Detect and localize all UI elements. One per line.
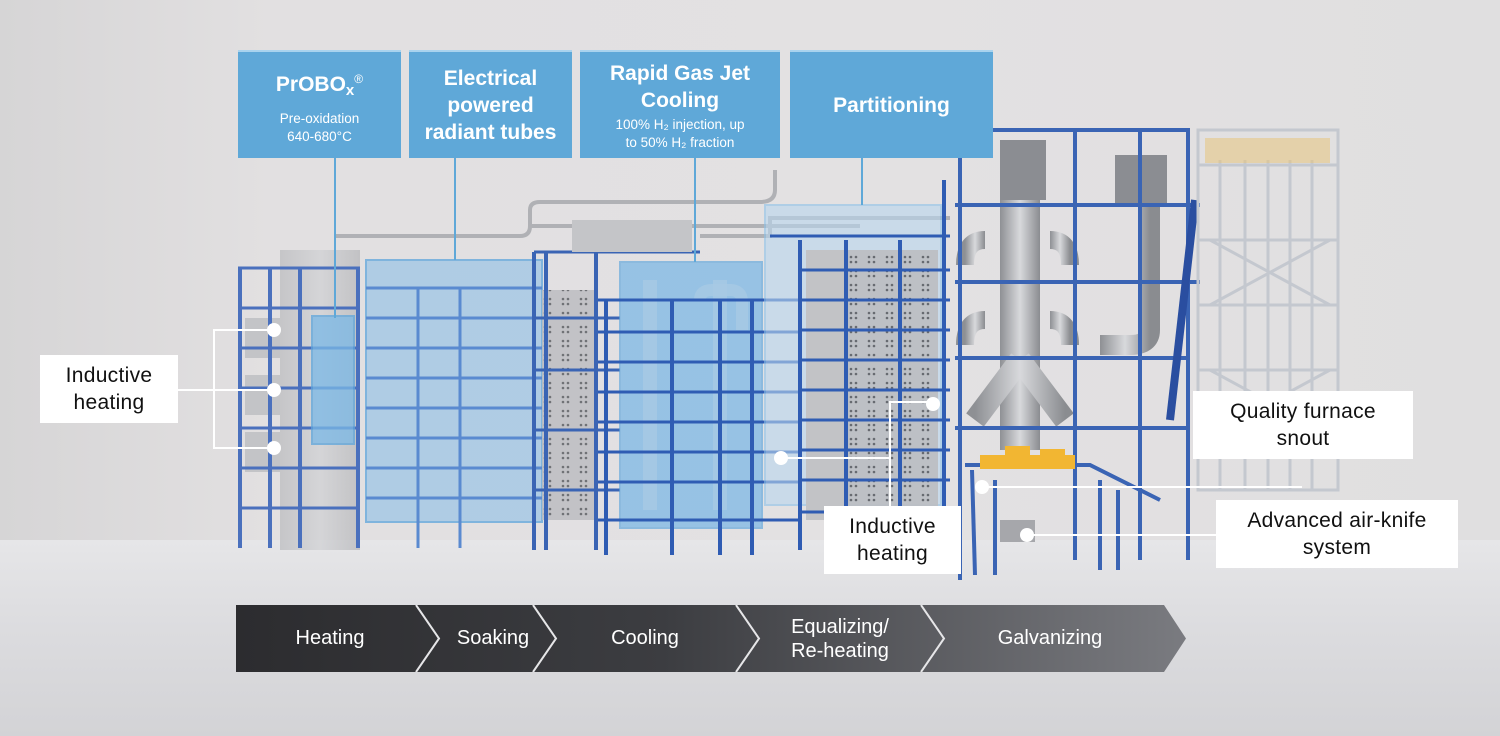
label-inductive-heating-center: Inductive heating bbox=[824, 506, 961, 574]
step-divider bbox=[735, 605, 761, 672]
step-divider bbox=[920, 605, 946, 672]
process-step-galvanizing: Galvanizing bbox=[998, 626, 1103, 650]
label-line: heating bbox=[73, 391, 145, 414]
label-line: system bbox=[1302, 536, 1372, 559]
process-step-cooling: Cooling bbox=[611, 626, 679, 650]
callout-radiant-tubes: Electrical powered radiant tubes bbox=[409, 50, 572, 158]
step-label-line: Heating bbox=[295, 627, 365, 649]
callout-title: PrOBOx® bbox=[275, 71, 364, 99]
callout-title-line: Rapid Gas Jet bbox=[609, 61, 751, 85]
label-line: Advanced air-knife bbox=[1247, 509, 1427, 532]
label-leader-lines bbox=[178, 329, 1302, 536]
callout-title-line: Cooling bbox=[640, 88, 720, 112]
process-band-shape bbox=[236, 605, 1186, 672]
callout-subtitle: to 50% H₂ fraction bbox=[625, 134, 735, 150]
step-label-line: Soaking bbox=[456, 627, 530, 649]
callout-rapid-gas-jet-cooling: Rapid Gas Jet Cooling 100% H₂ injection,… bbox=[580, 50, 780, 158]
snout-component bbox=[980, 446, 1075, 469]
callout-subtitle: 100% H₂ injection, up bbox=[615, 116, 745, 132]
heating-tower bbox=[238, 250, 360, 550]
step-label-line: Re-heating bbox=[791, 640, 889, 662]
callout-probox-preoxidation: PrOBOx® Pre-oxidation 640-680°C bbox=[238, 50, 401, 158]
label-line: Inductive bbox=[65, 364, 153, 387]
process-steps-band: Heating Soaking Cooling Equalizing/ Re-h… bbox=[236, 605, 1186, 672]
label-line: snout bbox=[1276, 427, 1330, 450]
label-line: heating bbox=[857, 542, 928, 565]
step-label-line: Galvanizing bbox=[997, 627, 1103, 649]
label-anchor-dots bbox=[267, 323, 1034, 542]
label-line: Quality furnace bbox=[1230, 400, 1376, 423]
callout-temperature: 640-680°C bbox=[287, 128, 352, 144]
callout-title-line: powered bbox=[447, 93, 534, 117]
step-label-line: Cooling bbox=[611, 627, 679, 649]
partitioning-section bbox=[764, 180, 950, 560]
callout-leader-lines bbox=[334, 158, 863, 318]
label-inductive-heating-left: Inductive heating bbox=[40, 355, 178, 423]
galvanizing-tower bbox=[955, 128, 1200, 580]
step-label-line: Equalizing/ bbox=[791, 616, 889, 638]
callout-partitioning: Partitioning bbox=[790, 50, 993, 158]
process-step-heating: Heating bbox=[296, 626, 365, 650]
label-quality-furnace-snout: Quality furnace snout bbox=[1193, 391, 1413, 459]
callout-title: Partitioning bbox=[833, 93, 950, 117]
cooling-section bbox=[598, 261, 800, 555]
step-divider bbox=[532, 605, 558, 672]
callout-title-line: radiant tubes bbox=[424, 120, 557, 144]
step-divider bbox=[415, 605, 441, 672]
label-line: Inductive bbox=[849, 515, 936, 538]
callout-subtitle: Pre-oxidation bbox=[279, 110, 360, 126]
process-step-soaking: Soaking bbox=[457, 626, 529, 650]
process-band bbox=[236, 605, 1186, 672]
process-step-equalizing: Equalizing/ Re-heating bbox=[791, 615, 889, 663]
callout-title-line: Electrical bbox=[443, 66, 538, 90]
soaking-section bbox=[365, 220, 700, 550]
label-advanced-air-knife: Advanced air-knife system bbox=[1216, 500, 1458, 568]
